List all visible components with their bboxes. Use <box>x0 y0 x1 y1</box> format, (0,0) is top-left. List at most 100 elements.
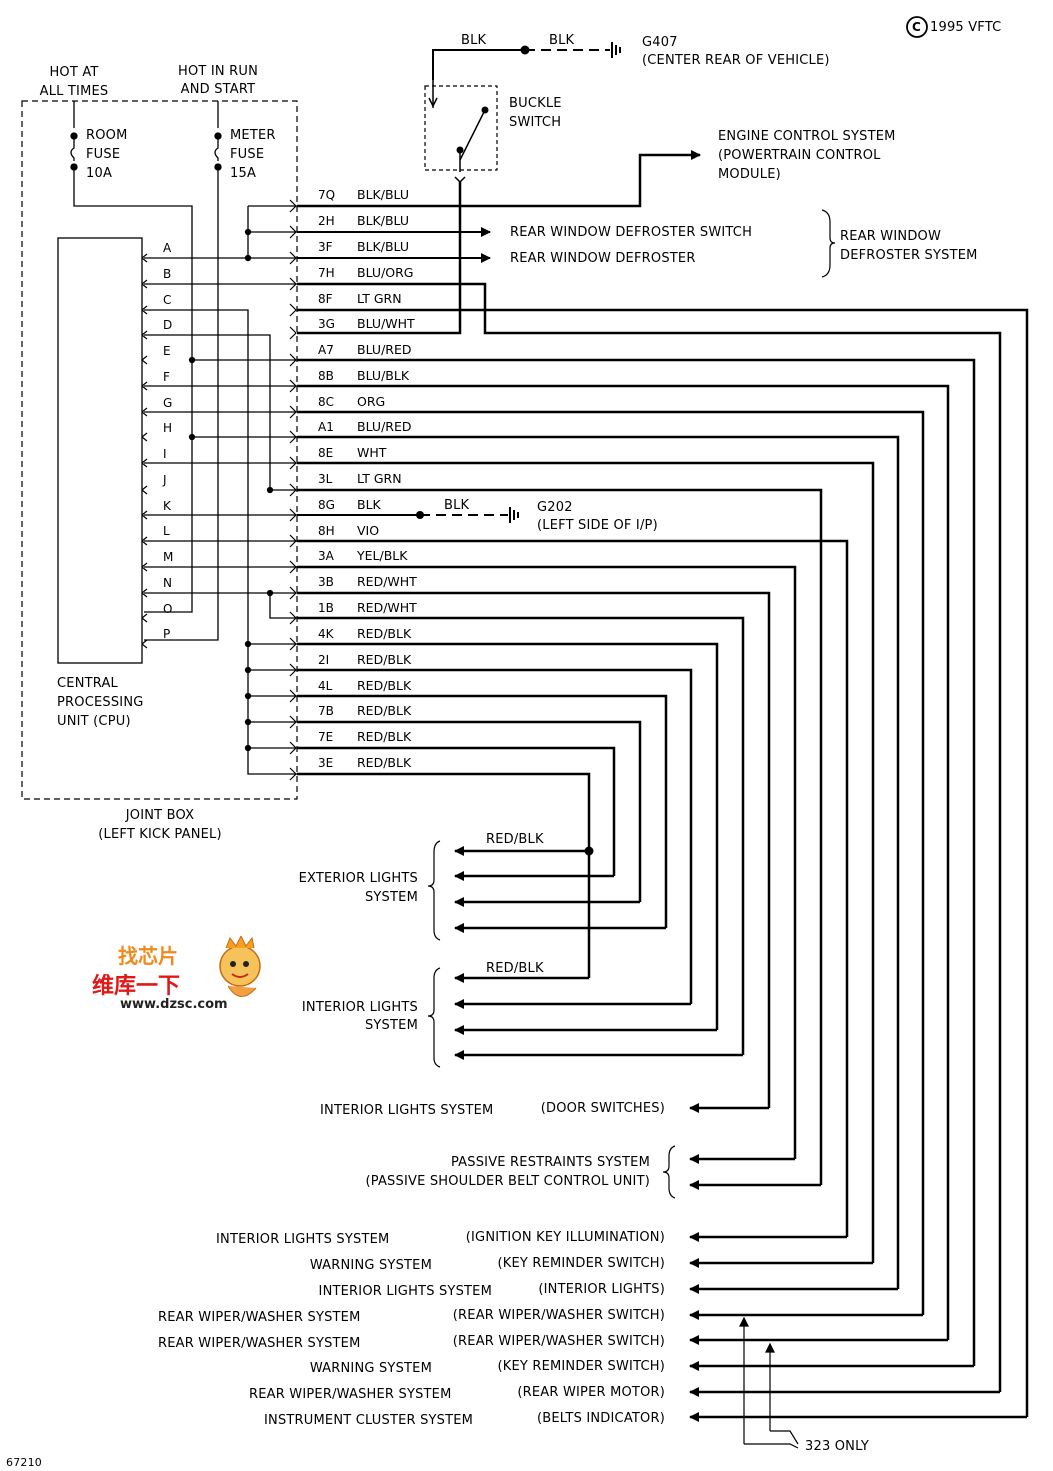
cavity-label: 3B <box>318 575 334 589</box>
wire-color-label: RED/BLK <box>357 626 412 641</box>
wire-color-label: RED/BLK <box>357 703 412 718</box>
wire-color-label: LT GRN <box>357 471 402 486</box>
wire-color-label: YEL/BLK <box>357 548 408 563</box>
cavity-label: 7B <box>318 704 334 718</box>
wire-color-label: WHT <box>357 445 387 460</box>
exterior-lights-branch <box>454 846 743 1060</box>
room-fuse-3: 10A <box>86 166 113 181</box>
output-system-label: REAR WIPER/WASHER SYSTEM <box>158 1336 361 1351</box>
joint-box-label-2: (LEFT KICK PANEL) <box>98 827 222 842</box>
external-wiring <box>297 282 1029 1417</box>
engine-label-1: ENGINE CONTROL SYSTEM <box>718 129 896 144</box>
cpu-pin: H <box>163 421 173 435</box>
wire-color-label: RED/WHT <box>357 600 417 615</box>
output-component-label: (REAR WIPER/WASHER SWITCH) <box>452 1334 665 1349</box>
output-component-label: (REAR WIPER/WASHER SWITCH) <box>452 1308 665 1323</box>
output-arrows <box>689 1103 1027 1422</box>
wire-color-label: BLU/WHT <box>357 316 415 331</box>
engine-label-3: MODULE) <box>718 167 781 182</box>
cpu-pin: I <box>163 447 167 461</box>
cpu-pin: N <box>163 576 172 590</box>
cavity-label: A7 <box>318 343 334 357</box>
rwd-switch-label: REAR WINDOW DEFROSTER SWITCH <box>510 225 753 240</box>
cavity-label: 8E <box>318 446 334 460</box>
g407-label: G407 <box>642 35 678 50</box>
output-system-label: WARNING SYSTEM <box>309 1258 432 1273</box>
wire-color-label: RED/WHT <box>357 574 417 589</box>
buckle-switch-group <box>297 42 621 335</box>
cpu-pin: J <box>163 473 167 487</box>
cavity-label: 2H <box>318 214 335 228</box>
note-323-only: 323 ONLY <box>805 1439 869 1454</box>
cavity-label: 4L <box>318 679 333 693</box>
room-fuse-1: ROOM <box>86 128 128 143</box>
watermark-top-text: 找芯片 <box>118 944 178 968</box>
buckle-switch-label-2: SWITCH <box>509 115 562 130</box>
cpu-pin: B <box>163 267 172 281</box>
hot-run-1: HOT IN RUN <box>177 64 259 79</box>
room-fuse-2: FUSE <box>86 147 121 162</box>
output-system-label: PASSIVE RESTRAINTS SYSTEM <box>450 1155 650 1170</box>
cpu-pin: M <box>163 550 174 564</box>
cavity-label: 4K <box>318 627 334 641</box>
cavity-label: A1 <box>318 420 334 434</box>
cpu-pin: G <box>163 396 173 410</box>
cavity-label: 8C <box>318 395 335 409</box>
red-blk-label-2: RED/BLK <box>486 961 544 976</box>
wire-color-label: BLU/RED <box>357 419 412 434</box>
wire-color-label: BLK/BLU <box>357 187 410 202</box>
output-component-label: (INTERIOR LIGHTS) <box>538 1282 665 1297</box>
cavity-label: 7H <box>318 266 335 280</box>
cavity-label: 3F <box>318 240 333 254</box>
wire-color-label: VIO <box>357 523 380 538</box>
cpu-pin: L <box>163 524 170 538</box>
output-system-label: INTERIOR LIGHTS SYSTEM <box>320 1103 494 1118</box>
wire-color-label: BLK <box>357 497 381 512</box>
wire-color-label: ORG <box>357 394 386 409</box>
rwd-label: REAR WINDOW DEFROSTER <box>510 251 696 266</box>
cpu-pin: C <box>163 293 172 307</box>
cavity-label: 3A <box>318 549 334 563</box>
exterior-lights-label-1: EXTERIOR LIGHTS <box>298 871 418 886</box>
output-component-label: (KEY REMINDER SWITCH) <box>497 1256 665 1271</box>
cpu-pin: F <box>163 370 170 384</box>
cpu-label-3: UNIT (CPU) <box>57 714 131 729</box>
wire-color-label: RED/BLK <box>357 652 412 667</box>
joint-box-label-1: JOINT BOX <box>125 808 195 823</box>
g407-desc: (CENTER REAR OF VEHICLE) <box>642 53 830 68</box>
interior-lights-label-2: SYSTEM <box>364 1018 418 1033</box>
watermark-url-text: www.dzsc.com <box>120 997 228 1012</box>
hot-run-2: AND START <box>180 82 256 97</box>
cavity-label: 3G <box>318 317 335 331</box>
joint-box-pins <box>289 199 297 781</box>
output-component-label: (KEY REMINDER SWITCH) <box>497 1359 665 1374</box>
cavity-label: 3E <box>318 756 334 770</box>
red-blk-label-1: RED/BLK <box>486 832 544 847</box>
cpu-label-1: CENTRAL <box>57 676 118 691</box>
cpu-label-2: PROCESSING <box>57 695 144 710</box>
rwd-system-label-2: DEFROSTER SYSTEM <box>840 248 978 263</box>
output-component-label: (DOOR SWITCHES) <box>540 1101 665 1116</box>
mascot-icon <box>219 934 261 997</box>
output-system-label: INTERIOR LIGHTS SYSTEM <box>318 1284 492 1299</box>
cpu-pin-stubs <box>141 253 148 649</box>
wire-color-label: BLU/BLK <box>357 368 410 383</box>
meter-fuse-2: FUSE <box>230 147 265 162</box>
exterior-lights-label-2: SYSTEM <box>364 890 418 905</box>
output-component-label: (BELTS INDICATOR) <box>536 1411 665 1426</box>
hot-always-1: HOT AT <box>49 65 99 80</box>
fuses <box>70 101 222 641</box>
output-system-label: REAR WIPER/WASHER SYSTEM <box>249 1387 452 1402</box>
wire-color-label: RED/BLK <box>357 755 412 770</box>
wire-color-label: BLU/ORG <box>357 265 414 280</box>
output-system-label: (PASSIVE SHOULDER BELT CONTROL UNIT) <box>365 1174 650 1189</box>
cavity-label: 8B <box>318 369 334 383</box>
meter-fuse-3: 15A <box>230 166 257 181</box>
blk-label-1: BLK <box>461 33 487 48</box>
engine-label-2: (POWERTRAIN CONTROL <box>718 148 881 163</box>
cpu-pin: A <box>163 241 172 255</box>
figure-number: 67210 <box>6 1456 42 1469</box>
rwd-system-label-1: REAR WINDOW <box>840 229 942 244</box>
output-system-label: REAR WIPER/WASHER SYSTEM <box>158 1310 361 1325</box>
